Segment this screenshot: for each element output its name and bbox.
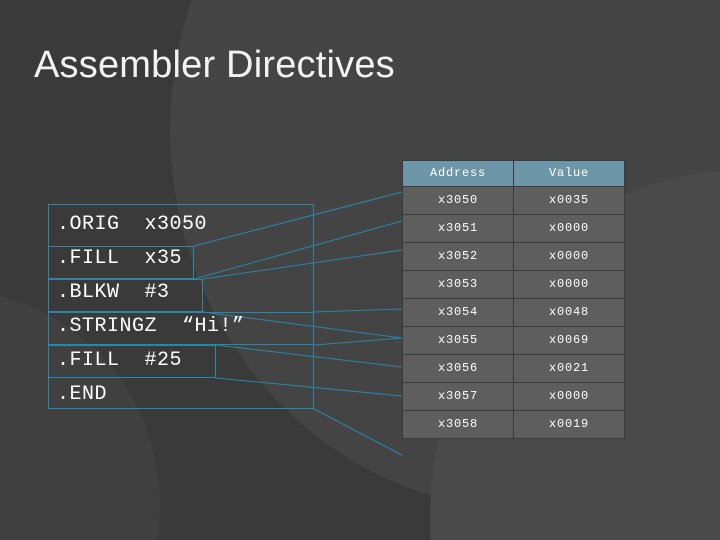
table-row: x3054 x0048	[402, 298, 625, 327]
code-line-fill-x35: .FILL x35	[57, 247, 183, 270]
cell-address: x3050	[402, 186, 514, 215]
code-block: .ORIG x3050 .FILL x35 .BLKW #3 .STRINGZ …	[48, 204, 314, 409]
cell-address: x3058	[402, 410, 514, 439]
highlight-box-stringz	[48, 312, 314, 345]
cell-value: x0048	[513, 298, 625, 327]
table-row: x3055 x0069	[402, 326, 625, 355]
page-title: Assembler Directives	[34, 44, 395, 86]
cell-value: x0000	[513, 214, 625, 243]
highlight-box-fill-x35	[48, 246, 194, 279]
cell-value: x0021	[513, 354, 625, 383]
cell-value: x0035	[513, 186, 625, 215]
table-row: x3051 x0000	[402, 214, 625, 243]
cell-address: x3054	[402, 298, 514, 327]
cell-address: x3052	[402, 242, 514, 271]
cell-value: x0000	[513, 270, 625, 299]
highlight-box-blkw	[48, 279, 203, 312]
code-line-end: .END	[57, 383, 108, 406]
code-line-fill-25: .FILL #25	[57, 349, 183, 372]
cell-address: x3057	[402, 382, 514, 411]
table-header-value: Value	[513, 160, 625, 187]
highlight-box-fill-25	[48, 345, 216, 378]
cell-address: x3051	[402, 214, 514, 243]
table-row: x3056 x0021	[402, 354, 625, 383]
code-line-orig: .ORIG x3050	[57, 213, 208, 236]
table-header-address: Address	[402, 160, 514, 187]
memory-table: Address Value x3050 x0035 x3051 x0000 x3…	[402, 160, 625, 439]
table-row: x3057 x0000	[402, 382, 625, 411]
table-row: x3052 x0000	[402, 242, 625, 271]
table-row: x3058 x0019	[402, 410, 625, 439]
code-line-stringz: .STRINGZ “Hi!”	[57, 315, 245, 338]
cell-value: x0019	[513, 410, 625, 439]
cell-value: x0000	[513, 242, 625, 271]
cell-value: x0000	[513, 382, 625, 411]
code-line-blkw: .BLKW #3	[57, 281, 170, 304]
table-header-row: Address Value	[402, 160, 625, 187]
table-row: x3050 x0035	[402, 186, 625, 215]
cell-address: x3056	[402, 354, 514, 383]
cell-value: x0069	[513, 326, 625, 355]
cell-address: x3055	[402, 326, 514, 355]
cell-address: x3053	[402, 270, 514, 299]
table-body: x3050 x0035 x3051 x0000 x3052 x0000 x305…	[402, 186, 625, 439]
table-row: x3053 x0000	[402, 270, 625, 299]
